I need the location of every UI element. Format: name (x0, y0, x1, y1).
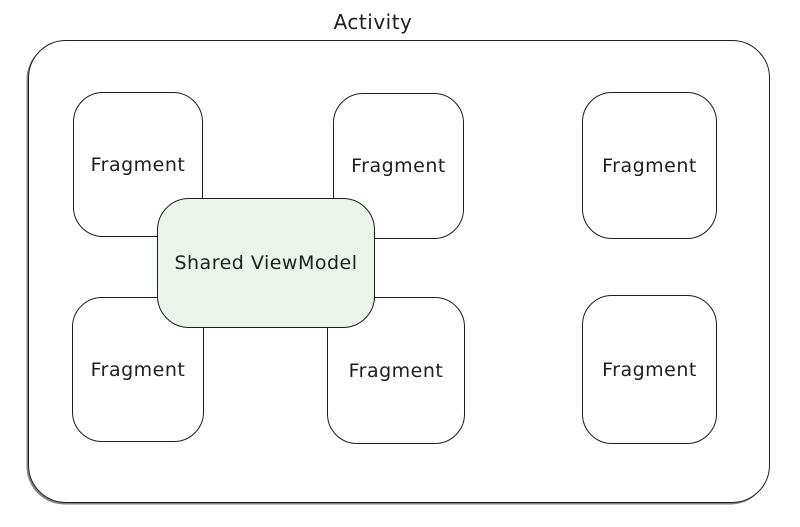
fragment-label: Fragment (351, 155, 446, 177)
activity-container-box (28, 40, 770, 503)
fragment-label: Fragment (602, 154, 697, 177)
fragment-label: Fragment (602, 358, 697, 381)
fragment-box-top-right: Fragment (582, 92, 717, 239)
fragment-label: Fragment (90, 153, 186, 176)
shared-viewmodel-box: Shared ViewModel (157, 198, 375, 328)
fragment-box-top-middle: Fragment (333, 93, 464, 239)
fragment-box-bottom-right: Fragment (582, 295, 717, 444)
shared-viewmodel-label: Shared ViewModel (174, 252, 358, 274)
fragment-label: Fragment (348, 359, 444, 382)
fragment-label: Fragment (90, 358, 186, 381)
diagram-title: Activity (333, 10, 413, 34)
